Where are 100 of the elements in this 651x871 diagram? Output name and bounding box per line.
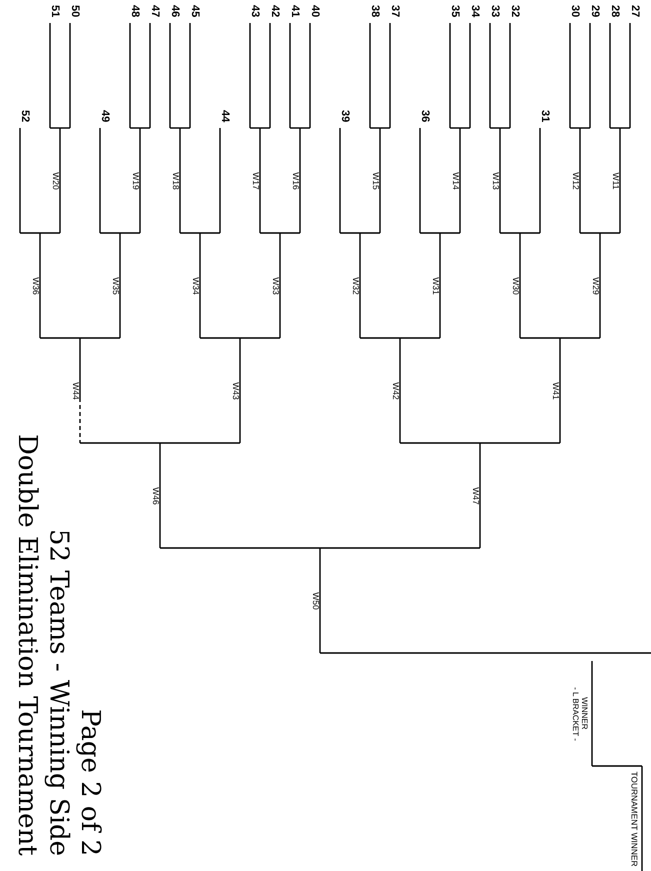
connector-line	[420, 232, 440, 234]
team-number: 34	[469, 5, 480, 18]
team-number: 50	[69, 5, 80, 18]
team-number: 31	[539, 110, 550, 122]
connector-line	[340, 232, 360, 234]
subtitle: 52 Teams - Winning Side	[44, 528, 74, 856]
slot-label: TOURNAMENT WINNER	[630, 770, 638, 866]
slot-label: W43	[231, 382, 240, 400]
connector-line	[580, 127, 590, 129]
slot-label: W41	[551, 382, 560, 400]
connector-line	[500, 127, 510, 129]
slot-label: W46	[151, 486, 160, 504]
title: Double Elimination Tournament	[12, 434, 42, 856]
connector-line	[570, 127, 580, 129]
connector-line	[260, 127, 270, 129]
team-number: 35	[449, 5, 460, 18]
slot-label: W31	[431, 276, 440, 294]
team-number: 46	[169, 5, 180, 18]
team-number: 41	[289, 5, 300, 18]
connector-line	[80, 442, 160, 444]
connector-line	[620, 127, 630, 129]
team-number: 27	[629, 5, 640, 18]
connector-line	[370, 127, 380, 129]
connector-line	[610, 127, 620, 129]
connector-line	[50, 127, 60, 129]
team-number: 44	[219, 110, 230, 122]
slot-label: W42	[391, 382, 400, 400]
connector-line	[160, 442, 240, 444]
connector-line	[450, 127, 460, 129]
connector-line	[480, 442, 560, 444]
connector-line	[170, 127, 180, 129]
team-number: 38	[369, 5, 380, 18]
connector-line	[200, 337, 240, 339]
connector-line	[130, 127, 140, 129]
connector-line	[260, 232, 280, 234]
team-number: 42	[269, 5, 280, 18]
connector-line	[520, 337, 560, 339]
slot-label: W35	[111, 276, 120, 294]
team-number: 45	[189, 5, 200, 18]
team-number: 33	[489, 5, 500, 18]
team-number: 32	[509, 5, 520, 18]
team-number: 52	[19, 110, 30, 122]
slot-label: W14	[451, 172, 460, 190]
team-number: 29	[589, 5, 600, 18]
slot-label: W16	[291, 172, 300, 190]
connector-line	[40, 337, 80, 339]
page-number: Page 2 of 2	[75, 708, 105, 856]
connector-line	[440, 232, 460, 234]
slot-label: W18	[171, 172, 180, 190]
connector-line	[400, 337, 440, 339]
connector-line	[180, 127, 190, 129]
connector-line	[592, 765, 642, 767]
slot-label: W12	[571, 172, 580, 190]
connector-line	[120, 232, 140, 234]
slot-label: W17	[251, 172, 260, 190]
connector-line	[500, 232, 520, 234]
connector-line	[460, 127, 470, 129]
slot-label: W36	[31, 276, 40, 294]
connector-line	[80, 337, 120, 339]
connector-line	[400, 442, 480, 444]
connector-line	[360, 232, 380, 234]
team-number: 37	[389, 5, 400, 18]
slot-label: W15	[371, 172, 380, 190]
team-number: 51	[49, 5, 60, 18]
connector-line	[20, 232, 40, 234]
connector-line	[180, 232, 200, 234]
slot-label: W32	[351, 276, 360, 294]
team-number: 47	[149, 5, 160, 18]
connector-line	[520, 232, 540, 234]
connector-line	[320, 547, 480, 549]
slot-label: W20	[51, 172, 60, 190]
slot-label: W13	[491, 172, 500, 190]
team-number: 48	[129, 5, 140, 18]
slot-label: W30	[511, 276, 520, 294]
slot-label: W29	[591, 276, 600, 294]
team-number: 28	[609, 5, 620, 18]
connector-line	[280, 232, 300, 234]
connector-line	[360, 337, 400, 339]
team-number: 43	[249, 5, 260, 18]
slot-label: W44	[71, 382, 80, 400]
connector-line	[320, 652, 651, 654]
team-number: 30	[569, 5, 580, 18]
connector-line	[300, 127, 310, 129]
team-number: 39	[339, 110, 350, 122]
connector-line	[100, 232, 120, 234]
connector-line	[140, 127, 150, 129]
connector-line	[60, 127, 70, 129]
connector-line	[200, 232, 220, 234]
connector-line	[240, 337, 280, 339]
team-number: 40	[309, 5, 320, 18]
connector-line	[40, 232, 60, 234]
connector-line	[580, 232, 600, 234]
connector-line	[490, 127, 500, 129]
connector-line	[560, 337, 600, 339]
slot-label: WINNER - L BRACKET -	[571, 686, 589, 740]
slot-label: W50	[311, 592, 320, 610]
team-number: 49	[99, 110, 110, 122]
connector-line	[250, 127, 260, 129]
team-number: 36	[419, 110, 430, 122]
slot-label: W47	[471, 486, 480, 504]
